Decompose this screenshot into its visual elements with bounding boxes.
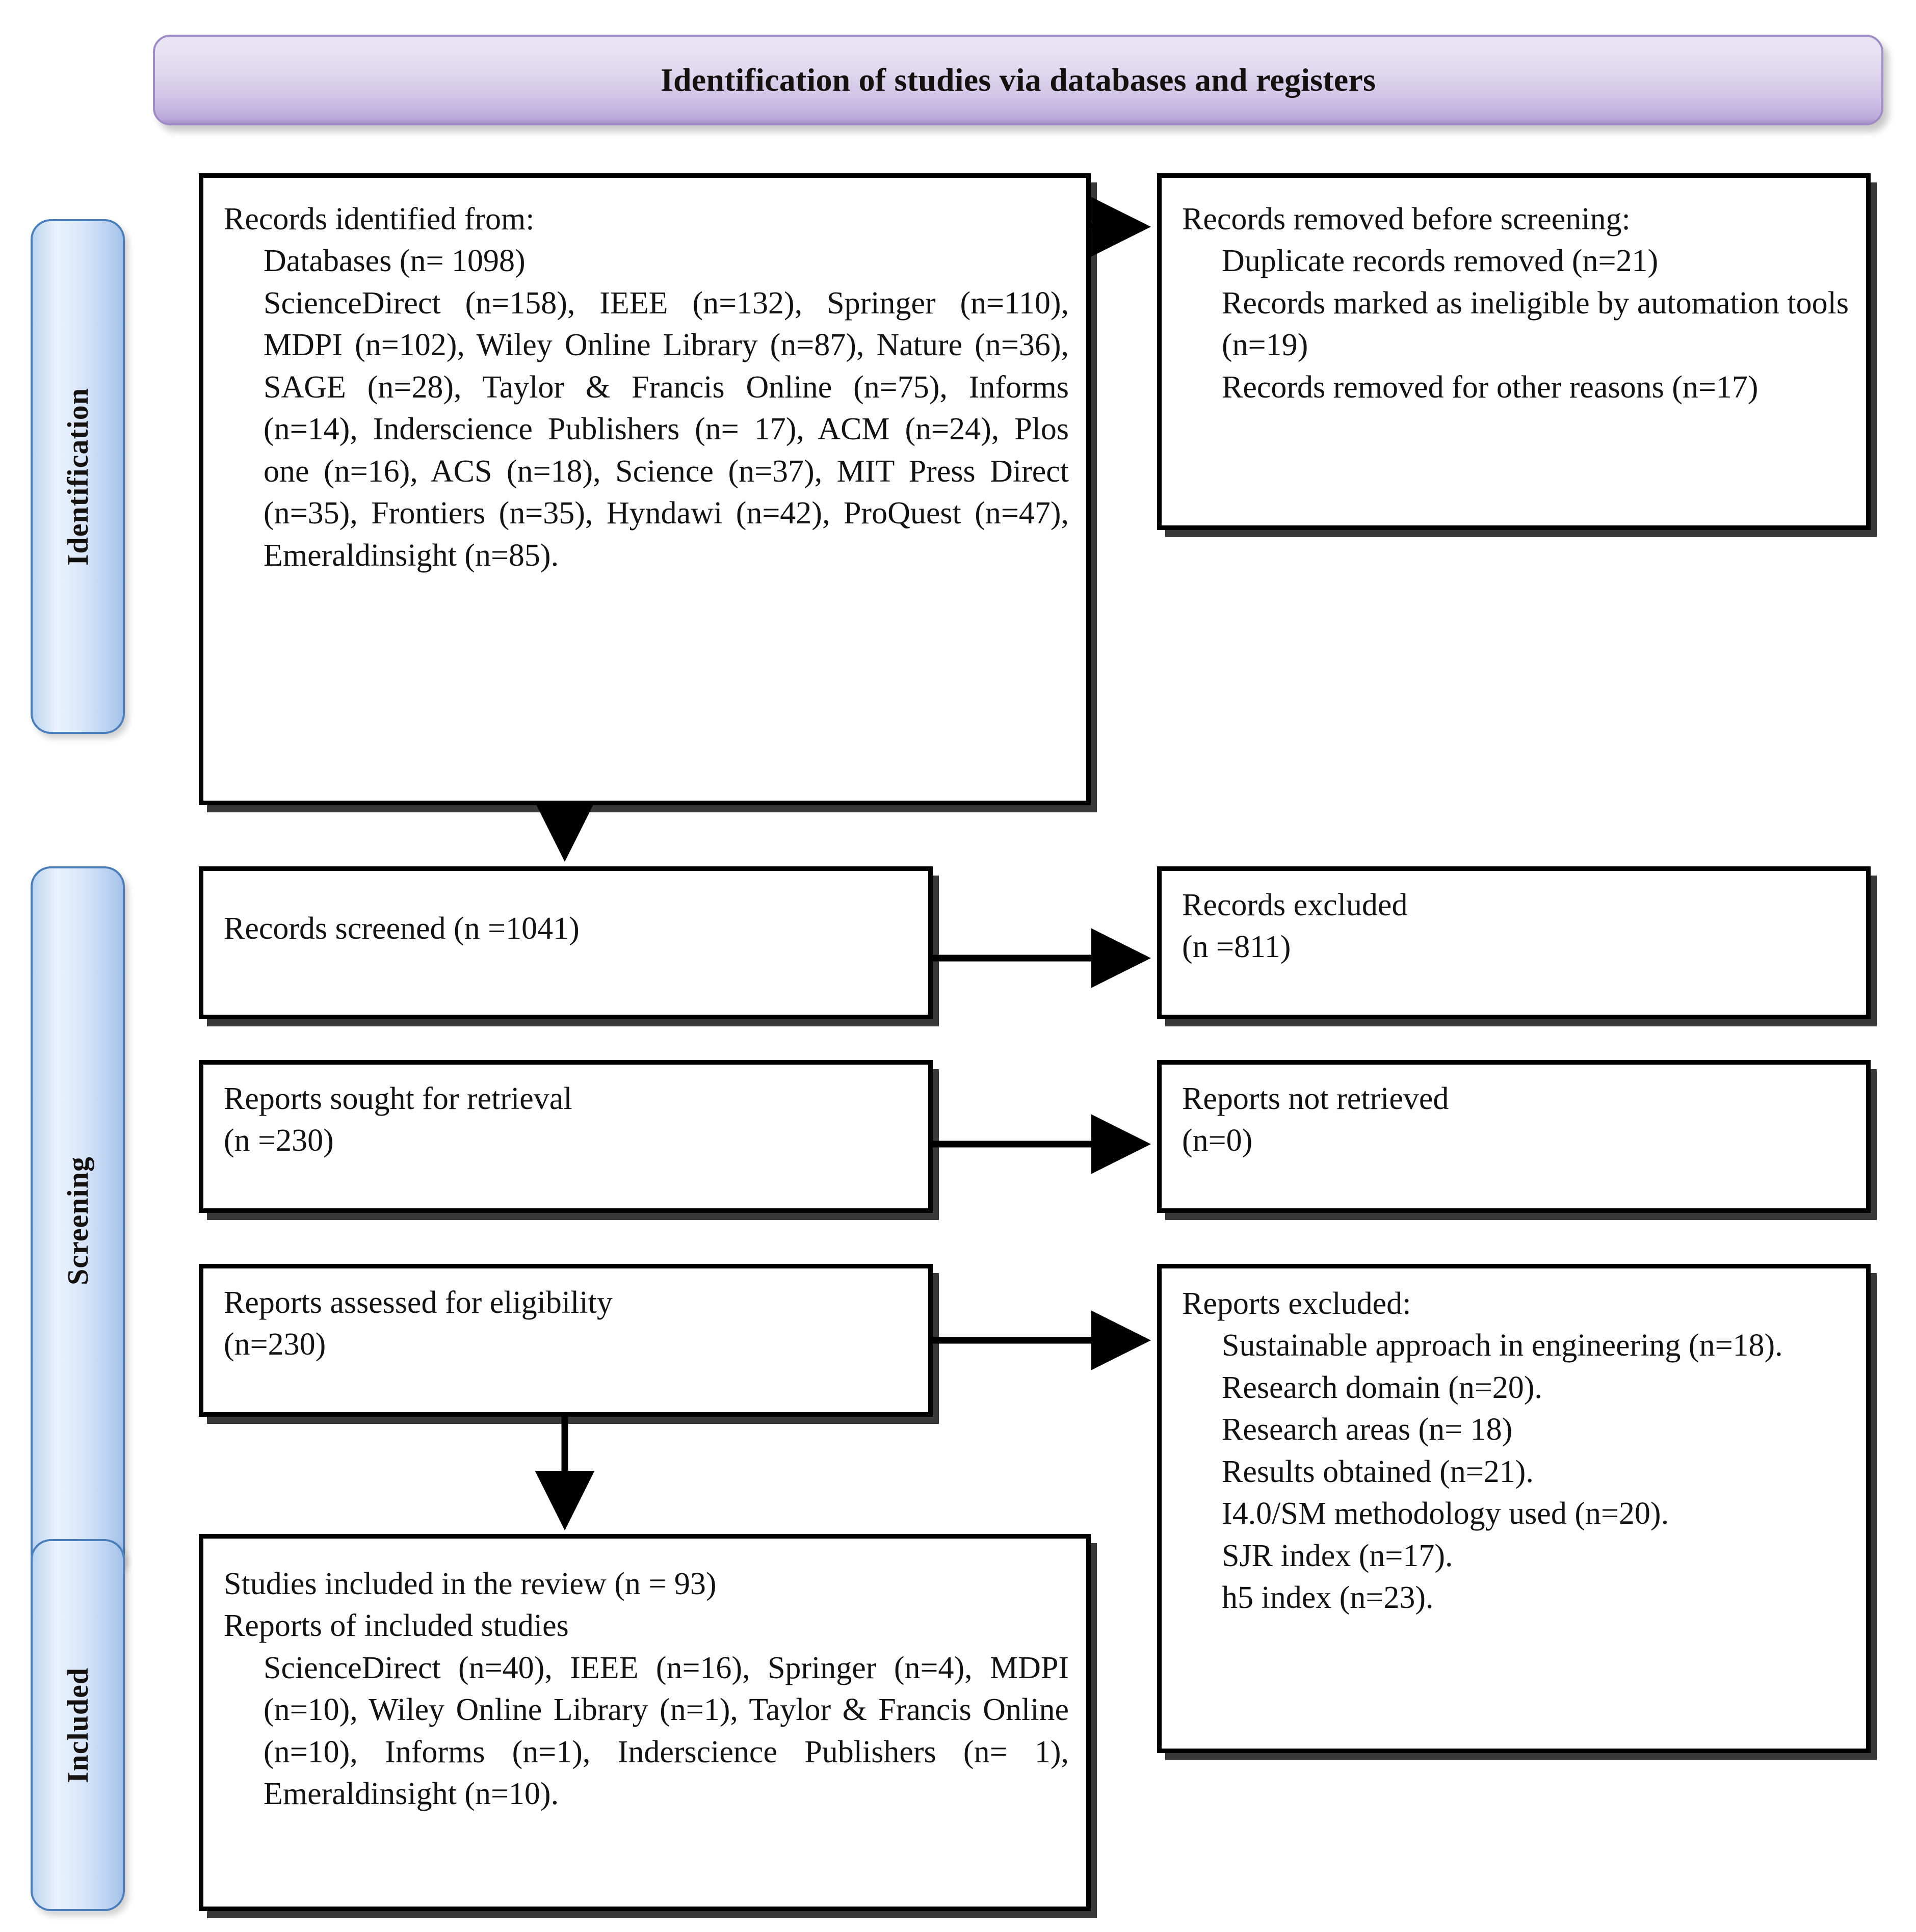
records-removed-duplicates: Duplicate records removed (n=21) bbox=[1222, 244, 1659, 279]
reports-excluded-results: Results obtained (n=21). bbox=[1222, 1454, 1534, 1489]
records-identified-title: Records identified from: bbox=[224, 202, 535, 236]
box-reports-assessed-body: Reports assessed for eligibility (n=230) bbox=[203, 1268, 928, 1376]
reports-excluded-domain: Research domain (n=20). bbox=[1222, 1370, 1542, 1405]
records-screened-line1: Records screened (n =1041) bbox=[224, 911, 580, 946]
box-reports-sought-body: Reports sought for retrieval (n =230) bbox=[203, 1065, 928, 1172]
records-identified-sources: ScienceDirect (n=158), IEEE (n=132), Spr… bbox=[264, 285, 1069, 573]
reports-excluded-methodology: I4.0/SM methodology used (n=20). bbox=[1222, 1496, 1669, 1531]
studies-included-line1: Studies included in the review (n = 93) bbox=[224, 1567, 717, 1601]
box-records-screened: Records screened (n =1041) bbox=[199, 866, 933, 1019]
records-removed-other: Records removed for other reasons (n=17) bbox=[1222, 369, 1758, 405]
studies-included-sources: ScienceDirect (n=40), IEEE (n=16), Sprin… bbox=[264, 1650, 1069, 1812]
box-records-identified: Records identified from: Databases (n= 1… bbox=[199, 173, 1091, 805]
records-excluded-line2: (n =811) bbox=[1182, 930, 1291, 965]
reports-assessed-line2: (n=230) bbox=[224, 1327, 326, 1362]
box-studies-included-body: Studies included in the review (n = 93) … bbox=[203, 1539, 1086, 1825]
reports-sought-line2: (n =230) bbox=[224, 1123, 334, 1158]
box-records-removed: Records removed before screening: Duplic… bbox=[1157, 173, 1871, 530]
records-identified-databases: Databases (n= 1098) bbox=[264, 244, 526, 279]
box-reports-not-retrieved-body: Reports not retrieved (n=0) bbox=[1162, 1065, 1866, 1172]
reports-excluded-h5: h5 index (n=23). bbox=[1222, 1580, 1434, 1616]
reports-sought-line1: Reports sought for retrieval bbox=[224, 1081, 572, 1116]
box-reports-excluded-body: Reports excluded: Sustainable approach i… bbox=[1162, 1268, 1866, 1629]
reports-assessed-line1: Reports assessed for eligibility bbox=[224, 1285, 613, 1320]
reports-excluded-sustainable: Sustainable approach in engineering (n=1… bbox=[1222, 1328, 1783, 1363]
box-studies-included: Studies included in the review (n = 93) … bbox=[199, 1534, 1091, 1911]
box-records-excluded-body: Records excluded (n =811) bbox=[1162, 871, 1866, 978]
stage-bar-included: Included bbox=[31, 1539, 125, 1911]
box-records-screened-body: Records screened (n =1041) bbox=[203, 871, 928, 960]
box-records-identified-body: Records identified from: Databases (n= 1… bbox=[203, 178, 1086, 587]
stage-bar-screening: Screening bbox=[31, 866, 125, 1575]
records-excluded-line1: Records excluded bbox=[1182, 888, 1408, 922]
reports-excluded-title: Reports excluded: bbox=[1182, 1286, 1411, 1321]
stage-label-identification: Identification bbox=[61, 387, 94, 566]
box-reports-not-retrieved: Reports not retrieved (n=0) bbox=[1157, 1060, 1871, 1213]
header-banner: Identification of studies via databases … bbox=[153, 35, 1883, 125]
reports-excluded-areas: Research areas (n= 18) bbox=[1222, 1412, 1513, 1447]
stage-bar-identification: Identification bbox=[31, 219, 125, 734]
reports-not-retrieved-line1: Reports not retrieved bbox=[1182, 1081, 1449, 1116]
box-records-excluded: Records excluded (n =811) bbox=[1157, 866, 1871, 1019]
box-reports-assessed: Reports assessed for eligibility (n=230) bbox=[199, 1264, 933, 1417]
page-title: Identification of studies via databases … bbox=[660, 62, 1376, 98]
studies-included-line2: Reports of included studies bbox=[224, 1608, 569, 1644]
records-removed-title: Records removed before screening: bbox=[1182, 202, 1631, 236]
box-reports-excluded: Reports excluded: Sustainable approach i… bbox=[1157, 1264, 1871, 1753]
reports-not-retrieved-line2: (n=0) bbox=[1182, 1123, 1253, 1158]
box-reports-sought: Reports sought for retrieval (n =230) bbox=[199, 1060, 933, 1213]
stage-label-screening: Screening bbox=[61, 1156, 94, 1285]
records-removed-ineligible: Records marked as ineligible by automati… bbox=[1222, 285, 1849, 363]
stage-label-included: Included bbox=[61, 1667, 95, 1783]
reports-excluded-sjr: SJR index (n=17). bbox=[1222, 1538, 1453, 1573]
box-records-removed-body: Records removed before screening: Duplic… bbox=[1162, 178, 1866, 418]
